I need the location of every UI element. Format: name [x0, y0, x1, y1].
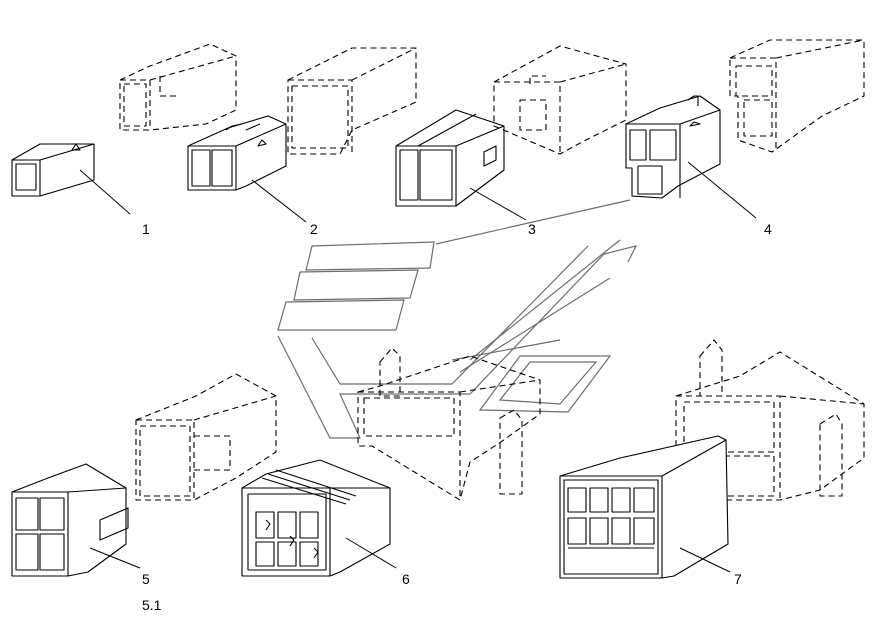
part-3-mating-outline	[287, 47, 417, 155]
leader-line-2	[251, 179, 307, 223]
callout-7: 7	[734, 571, 742, 587]
part-4-mating-outline-upper	[493, 45, 627, 155]
watermark-logo	[277, 199, 638, 439]
part-5-mating-outline	[135, 373, 277, 501]
leader-line-6	[345, 537, 397, 569]
leader-line-3	[469, 187, 527, 221]
leader-line-7	[679, 547, 731, 573]
part-3-connector-housing	[395, 109, 505, 207]
callout-3: 3	[528, 221, 536, 237]
leader-line-1	[79, 169, 131, 215]
part-2-connector-housing	[187, 115, 287, 191]
part-7-connector-housing	[559, 435, 729, 579]
leader-line-4	[687, 161, 757, 219]
leader-line-5	[89, 547, 141, 569]
part-6-connector-housing	[241, 459, 391, 577]
part-4-connector-housing	[625, 95, 721, 199]
callout-5: 5	[142, 571, 150, 587]
part-2-mating-outline	[119, 43, 237, 131]
callout-2: 2	[310, 221, 318, 237]
part-6-mating-outline	[357, 347, 541, 501]
part-4-mating-outline-right	[729, 39, 865, 153]
callout-6: 6	[402, 571, 410, 587]
part-1-connector-housing	[11, 143, 95, 197]
part-5-connector-housing	[11, 463, 129, 577]
callout-5-1: 5.1	[142, 597, 162, 613]
callout-4: 4	[764, 221, 772, 237]
callout-1: 1	[142, 221, 150, 237]
